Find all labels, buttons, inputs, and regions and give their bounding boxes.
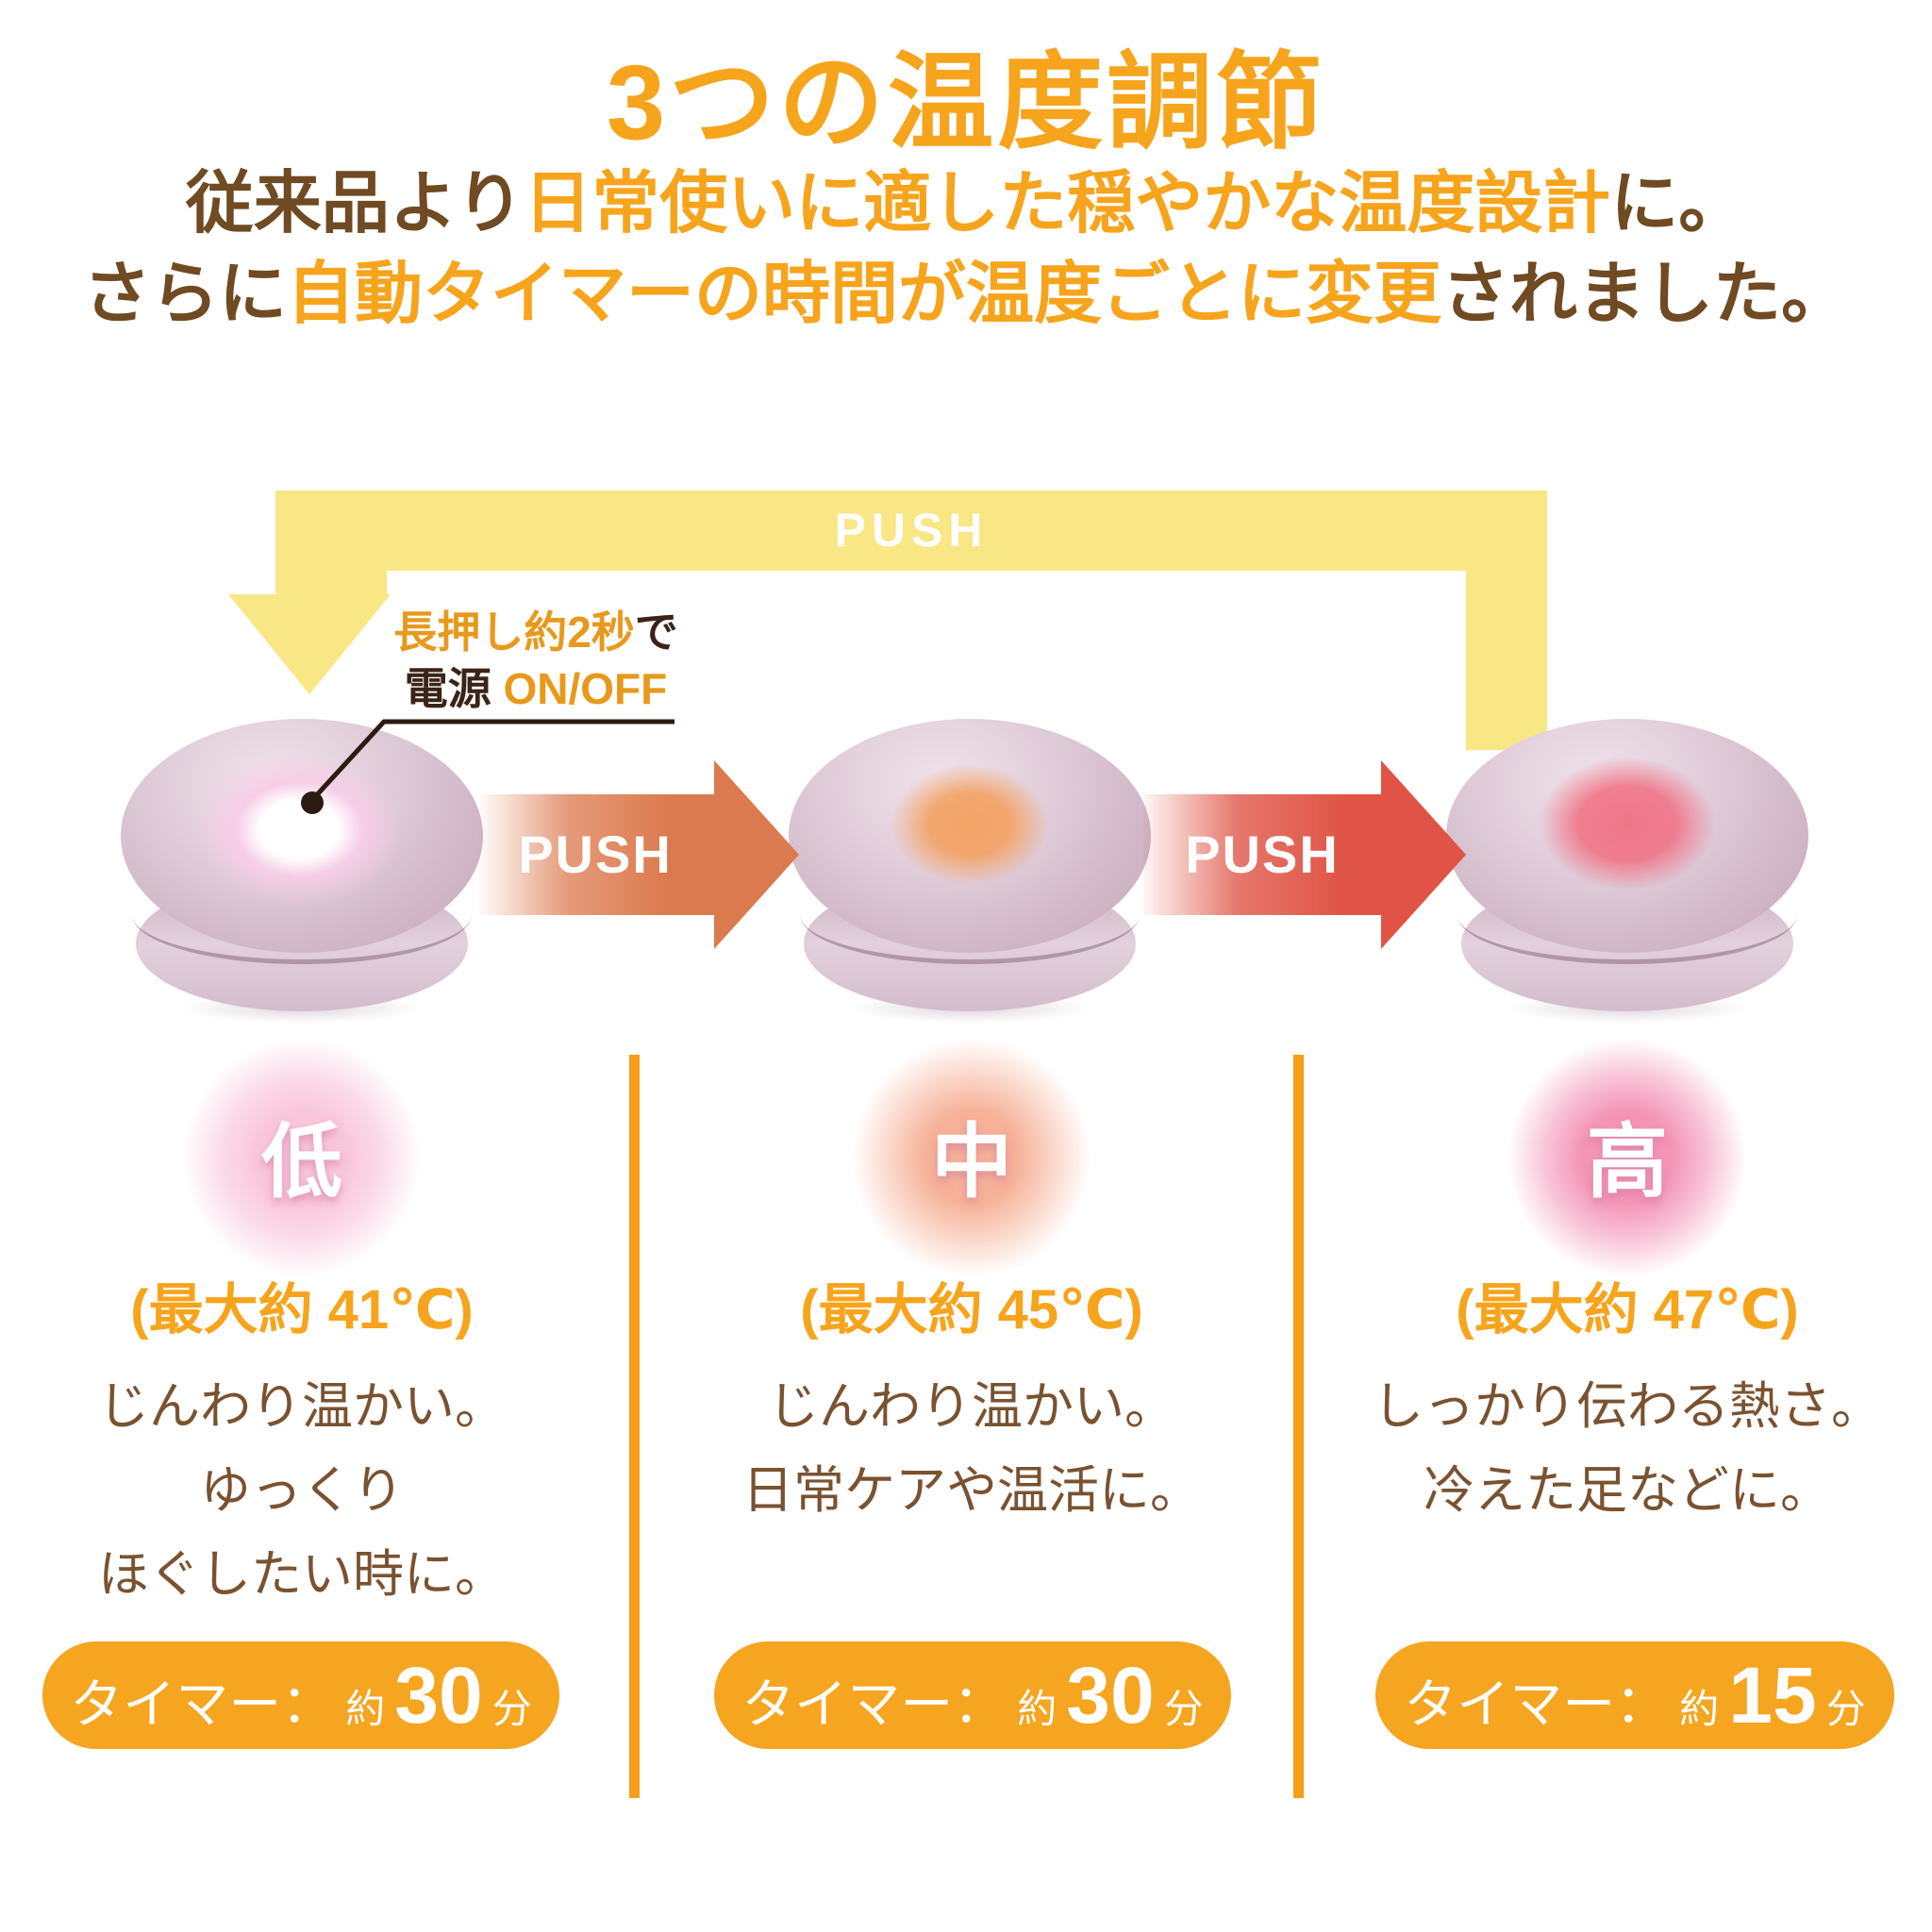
device-seam: [1457, 865, 1797, 965]
push-arrow-tip: [714, 760, 799, 949]
subtitle-text: に。: [1610, 166, 1747, 242]
subtitle-text: 従来品より: [185, 166, 525, 242]
max-temp-label: (最大約 45℃): [800, 1279, 1143, 1341]
description-line: じんわり温かい。: [768, 1378, 1175, 1435]
level-description: じんわり温かい。 ゆっくり ほぐしたい時に。: [19, 1365, 585, 1617]
power-note-highlight: ON/OFF: [503, 664, 668, 713]
timer-unit: 分: [491, 1687, 532, 1731]
callout-line-icon: [301, 719, 675, 814]
device-high: [1439, 719, 1816, 1024]
subtitle-highlight: 日常使いに適した穏やかな温度設計: [524, 166, 1611, 242]
subtitle-line-1: 従来品より日常使いに適した穏やかな温度設計に。: [0, 158, 1932, 249]
power-note: 長押し約2秒で 電源 ON/OFF: [375, 604, 696, 717]
timer-unit: 分: [1825, 1687, 1866, 1731]
cycle-arrow-down-icon: [228, 594, 391, 694]
timer-value: 15: [1728, 1651, 1817, 1740]
subtitle-text: されました。: [1441, 257, 1850, 332]
subtitle: 従来品より日常使いに適した穏やかな温度設計に。 さらに自動タイマーの時間が温度ご…: [0, 158, 1932, 340]
level-badge-label: 低: [261, 1116, 342, 1208]
timer-approx: 約: [1017, 1687, 1058, 1731]
timer-approx: 約: [1679, 1687, 1720, 1731]
column-divider: [629, 1055, 640, 1798]
max-temp-label: (最大約 41℃): [130, 1279, 474, 1341]
timer-value: 30: [1066, 1651, 1155, 1740]
timer-label: タイマー：: [1404, 1674, 1669, 1734]
cycle-push-arrow-bar: PUSH: [275, 491, 1547, 571]
subtitle-text: さらに: [82, 257, 287, 332]
power-note-line-2: 電源 ON/OFF: [375, 660, 696, 717]
cycle-arrow-left-arm: [275, 491, 387, 596]
device-light-high-icon: [1539, 757, 1716, 891]
device-low: [113, 719, 491, 1024]
cycle-arrow-right-arm: [1466, 491, 1547, 750]
timer-approx: 約: [345, 1687, 386, 1731]
description-line: ほぐしたい時に。: [98, 1546, 506, 1603]
level-badge-mid: 中: [847, 1033, 1096, 1282]
level-badge-high: 高: [1503, 1033, 1752, 1282]
max-temp-label: (最大約 47℃): [1456, 1279, 1799, 1341]
description-line: ゆっくり: [200, 1462, 404, 1519]
power-note-line-1: 長押し約2秒で: [375, 604, 696, 660]
device-seam: [132, 865, 472, 965]
level-badge-label: 高: [1587, 1116, 1668, 1208]
description-line: 冷えた足などに。: [1424, 1462, 1831, 1519]
timer-label: タイマー：: [70, 1674, 335, 1734]
timer-label: タイマー：: [741, 1674, 1007, 1734]
level-description: じんわり温かい。 日常ケアや温活に。: [689, 1365, 1255, 1533]
cycle-push-label: PUSH: [834, 504, 989, 557]
push-arrow-tip: [1381, 760, 1466, 949]
push-arrow-body: [476, 794, 714, 915]
level-badge-label: 中: [931, 1116, 1012, 1208]
push-arrow-body: [1143, 794, 1381, 915]
level-description: しっかり伝わる熱さ。 冷えた足などに。: [1344, 1365, 1910, 1533]
description-line: しっかり伝わる熱さ。: [1373, 1378, 1882, 1435]
description-line: じんわり温かい。: [98, 1378, 506, 1435]
device-mid: [781, 719, 1158, 1024]
push-arrow-label: PUSH: [518, 824, 673, 884]
push-arrow-label: PUSH: [1185, 824, 1340, 884]
power-note-highlight: 長押し約2秒: [393, 608, 635, 657]
description-line: 日常ケアや温活に。: [742, 1462, 1201, 1519]
column-divider: [1293, 1055, 1304, 1798]
device-seam: [800, 865, 1140, 965]
level-badge-low: 低: [177, 1033, 426, 1282]
page-title: 3つの温度調節: [606, 43, 1326, 161]
timer-value: 30: [394, 1651, 483, 1740]
push-arrow-right-icon: PUSH: [476, 760, 799, 949]
subtitle-highlight: 自動タイマーの時間が温度ごとに変更: [286, 257, 1441, 332]
power-note-text: で: [634, 608, 678, 657]
device-light-mid-icon: [891, 764, 1049, 885]
power-note-text: 電源: [404, 664, 504, 713]
subtitle-line-2: さらに自動タイマーの時間が温度ごとに変更されました。: [0, 249, 1932, 340]
push-arrow-right-icon: PUSH: [1143, 760, 1466, 949]
timer-unit: 分: [1163, 1687, 1204, 1731]
device-light-low-icon: [196, 753, 402, 906]
